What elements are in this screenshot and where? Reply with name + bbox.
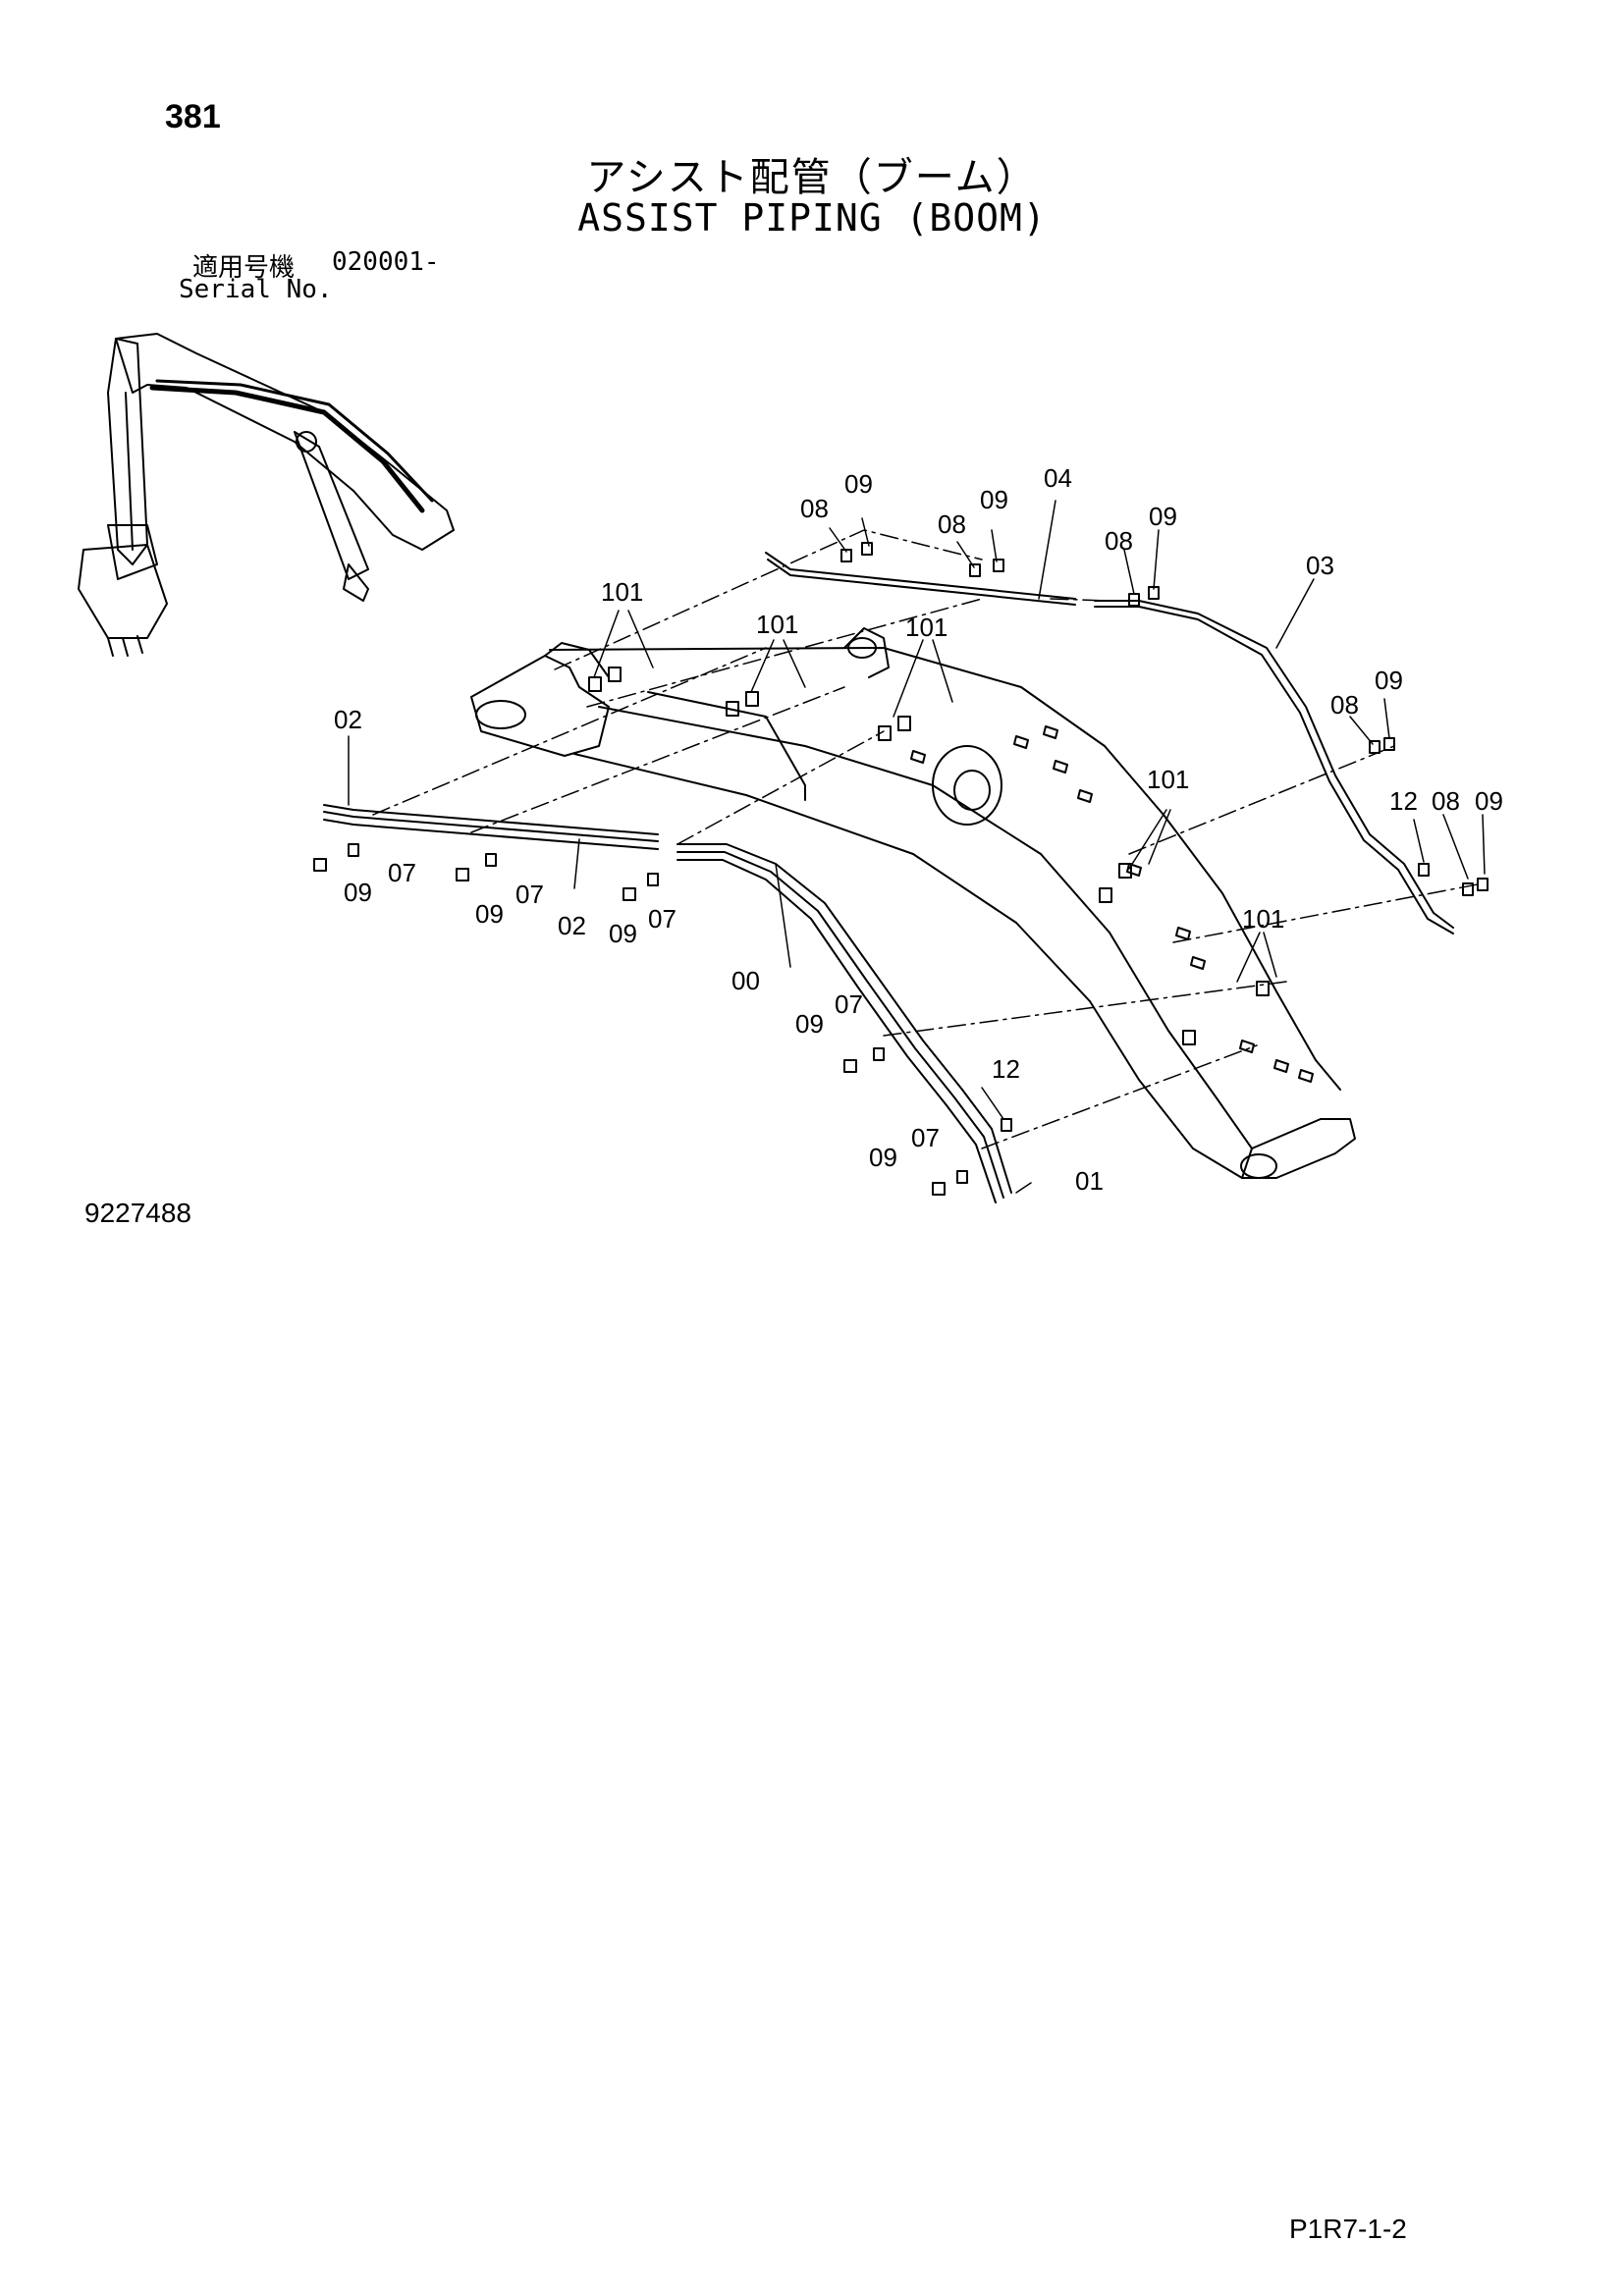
title-japanese: アシスト配管（ブーム）: [586, 156, 1038, 199]
title-english: ASSIST PIPING (BOOM): [577, 196, 1047, 240]
pipe-02: [323, 804, 659, 850]
callout-label: 07: [388, 858, 416, 887]
callout-label: 09: [1149, 502, 1177, 531]
callout-label: 12: [1389, 786, 1418, 816]
callout-label: 08: [1432, 786, 1460, 816]
callout-label: 08: [1105, 526, 1133, 556]
callout-label: 02: [334, 705, 362, 734]
callout-label: 101: [1147, 765, 1189, 794]
callout-label: 02: [558, 911, 586, 940]
excavator-overview-icon: [78, 333, 455, 657]
pipe-04: [765, 552, 1076, 606]
callout-label: 09: [795, 1009, 824, 1039]
callout-label: 09: [980, 485, 1008, 514]
callout-label: 09: [844, 469, 873, 499]
drawing-number: 9227488: [84, 1198, 192, 1228]
callout-label: 04: [1044, 463, 1072, 493]
callout-label: 09: [475, 899, 504, 929]
fasteners: [313, 542, 1489, 1196]
pipe-03: [1094, 600, 1454, 934]
callout-label: 03: [1306, 551, 1334, 580]
callout-label: 09: [1375, 666, 1403, 695]
callout-label: 08: [938, 509, 966, 539]
callout-label: 12: [992, 1054, 1020, 1084]
callout-label: 101: [1242, 904, 1284, 934]
callout-label: 07: [911, 1123, 940, 1152]
pipe-00: [677, 843, 1012, 1203]
callout-label: 07: [648, 904, 677, 934]
serial-label-english: Serial No.: [179, 275, 333, 304]
callout-label: 00: [731, 966, 760, 995]
callout-label: 101: [756, 610, 798, 639]
callout-label: 09: [1475, 786, 1503, 816]
callout-label: 09: [344, 878, 372, 907]
page-number: 381: [165, 98, 221, 135]
callout-label: 08: [1330, 690, 1359, 720]
serial-from: 020001-: [332, 247, 440, 277]
boom-body: [470, 627, 1356, 1179]
callout-label: 07: [515, 880, 544, 909]
page-code: P1R7-1-2: [1289, 2214, 1407, 2244]
callout-label: 09: [869, 1143, 897, 1172]
callout-label: 101: [905, 613, 947, 642]
callout-label: 07: [835, 989, 863, 1019]
callout-label: 09: [609, 919, 637, 948]
callout-label: 08: [800, 494, 829, 523]
callout-label: 101: [601, 577, 643, 607]
callout-label: 01: [1075, 1166, 1104, 1196]
callout-labels: 09 08 09 08 04 09 08 03 101 101 101 09 0…: [334, 463, 1503, 1196]
serial-label-japanese: 適用号機: [192, 252, 296, 282]
